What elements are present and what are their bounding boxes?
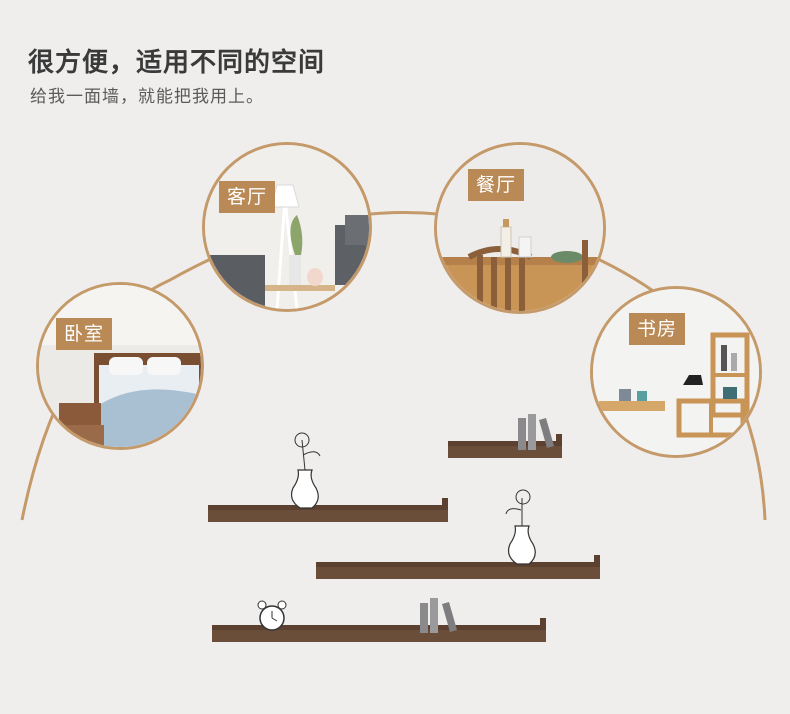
- page-subtitle: 给我一面墙，就能把我用上。: [30, 87, 264, 107]
- shelf-2: [208, 498, 448, 522]
- shelf-3: [316, 555, 600, 579]
- books-icon: [518, 414, 554, 450]
- room-label-dining: 餐厅: [468, 169, 525, 201]
- vase-icon: [290, 432, 321, 509]
- room-label-living: 客厅: [219, 181, 276, 213]
- books-icon: [420, 598, 457, 633]
- vase-icon: [505, 489, 536, 565]
- room-label-bedroom: 卧室: [56, 318, 113, 350]
- alarm-clock-icon: [257, 600, 287, 631]
- page-title: 很方便，适用不同的空间: [28, 48, 326, 78]
- room-label-study: 书房: [629, 313, 686, 345]
- shelf-4: [212, 618, 546, 642]
